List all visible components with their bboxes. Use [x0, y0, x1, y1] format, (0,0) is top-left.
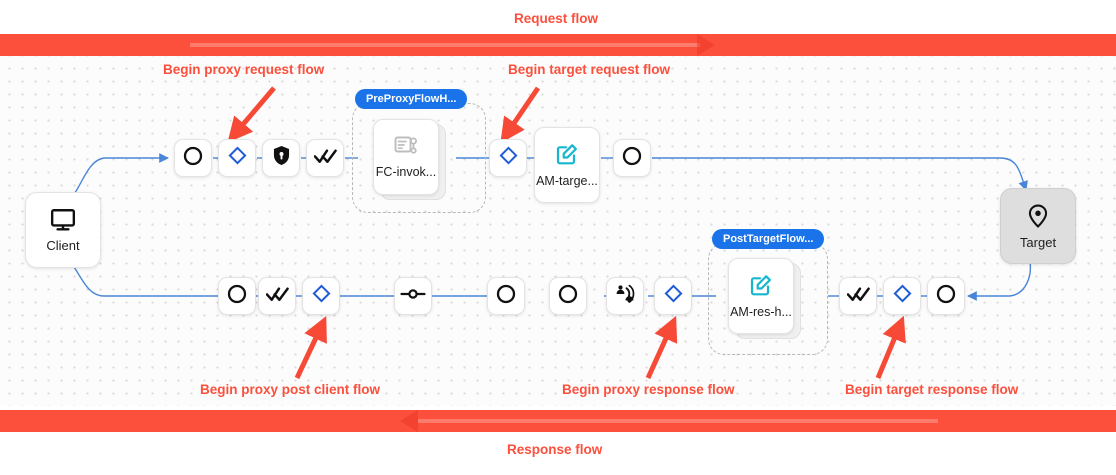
request-flow-arrowhead	[697, 34, 715, 56]
response-client-flow-start-node[interactable]	[218, 277, 256, 315]
pre-proxy-flow-hook-badge[interactable]: PreProxyFlowH...	[355, 89, 468, 109]
circle-icon	[183, 146, 203, 171]
response-target-flow-hook-node[interactable]	[883, 277, 921, 315]
assign-message-icon	[555, 142, 579, 169]
circle-icon	[622, 146, 642, 171]
post-target-policy-label: AM-res-h...	[730, 305, 792, 320]
request-flow-start-node[interactable]	[174, 139, 212, 177]
circle-icon	[496, 284, 516, 309]
annotation-begin-target-response-flow: Begin target response flow	[845, 382, 1019, 397]
response-target-verify-node[interactable]	[839, 277, 877, 315]
request-target-flow-hook-node[interactable]	[489, 139, 527, 177]
response-flow-label: Response flow	[507, 442, 603, 457]
flow-callout-icon	[394, 135, 418, 160]
signal-tap-icon	[614, 283, 636, 310]
response-proxy-flow-hook-node[interactable]	[654, 277, 692, 315]
request-security-policy-node[interactable]	[262, 139, 300, 177]
annotation-begin-proxy-request-flow: Begin proxy request flow	[163, 62, 325, 77]
pre-proxy-policy-label: FC-invok...	[375, 165, 437, 180]
target-endpoint-node[interactable]: Target	[1000, 188, 1076, 264]
monitor-icon	[50, 208, 76, 234]
double-check-icon	[846, 285, 870, 307]
circle-icon	[558, 284, 578, 309]
response-target-flow-start-node[interactable]	[927, 277, 965, 315]
diamond-icon	[227, 146, 247, 170]
request-verify-policy-node[interactable]	[306, 139, 344, 177]
location-pin-icon	[1028, 203, 1048, 231]
diamond-icon	[663, 284, 683, 308]
target-endpoint-label: Target	[1019, 234, 1057, 250]
post-target-flow-hook-badge[interactable]: PostTargetFlow...	[712, 229, 825, 249]
response-flow-arrowhead	[400, 410, 418, 432]
annotation-begin-target-request-flow: Begin target request flow	[508, 62, 671, 77]
circle-icon	[227, 284, 247, 309]
post-target-policy-node[interactable]: AM-res-h...	[728, 258, 794, 334]
double-check-icon	[313, 147, 337, 169]
shield-lock-icon	[272, 145, 291, 171]
client-endpoint-label: Client	[46, 237, 80, 253]
request-flow-shaft	[190, 43, 700, 47]
annotation-begin-proxy-post-client-flow: Begin proxy post client flow	[200, 382, 381, 397]
request-flow-end-node[interactable]	[613, 139, 651, 177]
response-signal-policy-node[interactable]	[606, 277, 644, 315]
response-flow-bar	[0, 410, 1116, 432]
diamond-icon	[498, 146, 518, 170]
pre-proxy-policy-node[interactable]: FC-invok...	[373, 119, 439, 195]
request-proxy-flow-hook-node[interactable]	[218, 139, 256, 177]
target-request-policy-node[interactable]: AM-targe...	[534, 127, 600, 203]
annotation-begin-proxy-response-flow: Begin proxy response flow	[562, 382, 735, 397]
diagram-canvas[interactable]	[0, 46, 1116, 406]
request-flow-bar	[0, 34, 1116, 56]
response-flow-point-b-node[interactable]	[549, 277, 587, 315]
request-flow-label: Request flow	[514, 11, 599, 26]
double-check-icon	[265, 285, 289, 307]
target-request-policy-label: AM-targe...	[536, 174, 598, 189]
circle-icon	[936, 284, 956, 309]
response-flow-point-a-node[interactable]	[487, 277, 525, 315]
route-icon	[400, 287, 426, 306]
response-route-policy-node[interactable]	[394, 277, 432, 315]
client-endpoint-node[interactable]: Client	[25, 192, 101, 268]
assign-message-icon	[749, 273, 773, 300]
response-flow-shaft	[418, 419, 938, 423]
response-post-client-flow-hook-node[interactable]	[302, 277, 340, 315]
diamond-icon	[311, 284, 331, 308]
diamond-icon	[892, 284, 912, 308]
response-client-verify-node[interactable]	[258, 277, 296, 315]
